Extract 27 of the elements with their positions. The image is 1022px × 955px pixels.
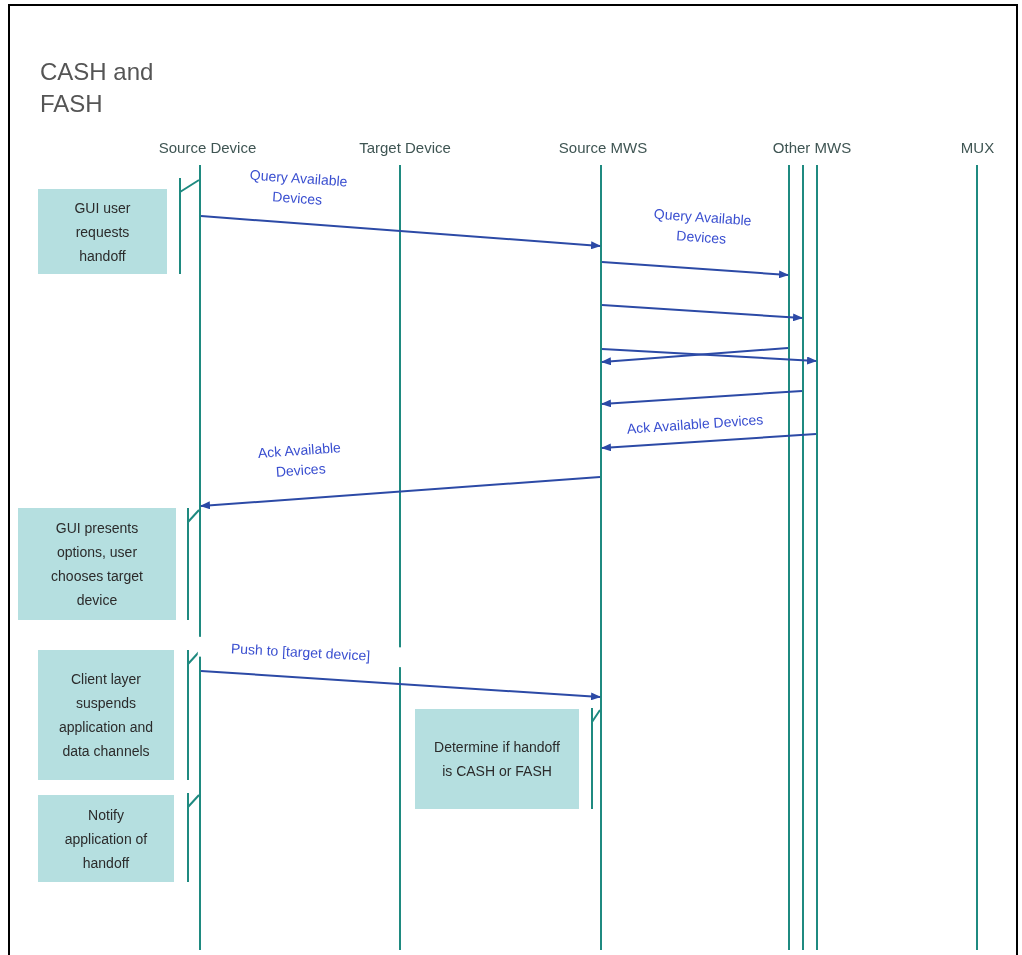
message-arrow [200, 476, 601, 510]
message-arrow [200, 215, 601, 250]
diagram-title: CASH and FASH [40, 57, 155, 119]
lifeline [788, 165, 790, 950]
lifeline [600, 165, 602, 950]
message-arrow [601, 390, 803, 408]
lifeline-header: Other MWS [752, 137, 872, 160]
message-arrow [601, 347, 789, 366]
action-box: Client layer suspends application and data channels [38, 650, 174, 780]
action-box: Notify application of handoff [38, 795, 174, 882]
action-box: GUI presents options, user chooses target device [18, 508, 176, 620]
lifeline-header: MUX [955, 137, 1000, 160]
lifeline [976, 165, 978, 950]
lifeline-header: Source Device [135, 137, 280, 160]
action-box: Determine if handoff is CASH or FASH [415, 709, 579, 809]
lifeline [199, 165, 201, 950]
message-arrow [601, 348, 817, 365]
action-box: GUI user requests handoff [38, 189, 167, 274]
message-arrow [601, 433, 817, 452]
message-arrow [601, 261, 789, 279]
lifeline [399, 165, 401, 950]
message-arrow [601, 304, 803, 322]
lifeline [802, 165, 804, 950]
lifeline-header: Target Device [335, 137, 475, 160]
lifeline [816, 165, 818, 950]
message-arrow [200, 670, 601, 701]
lifeline-header: Source MWS [548, 137, 658, 160]
